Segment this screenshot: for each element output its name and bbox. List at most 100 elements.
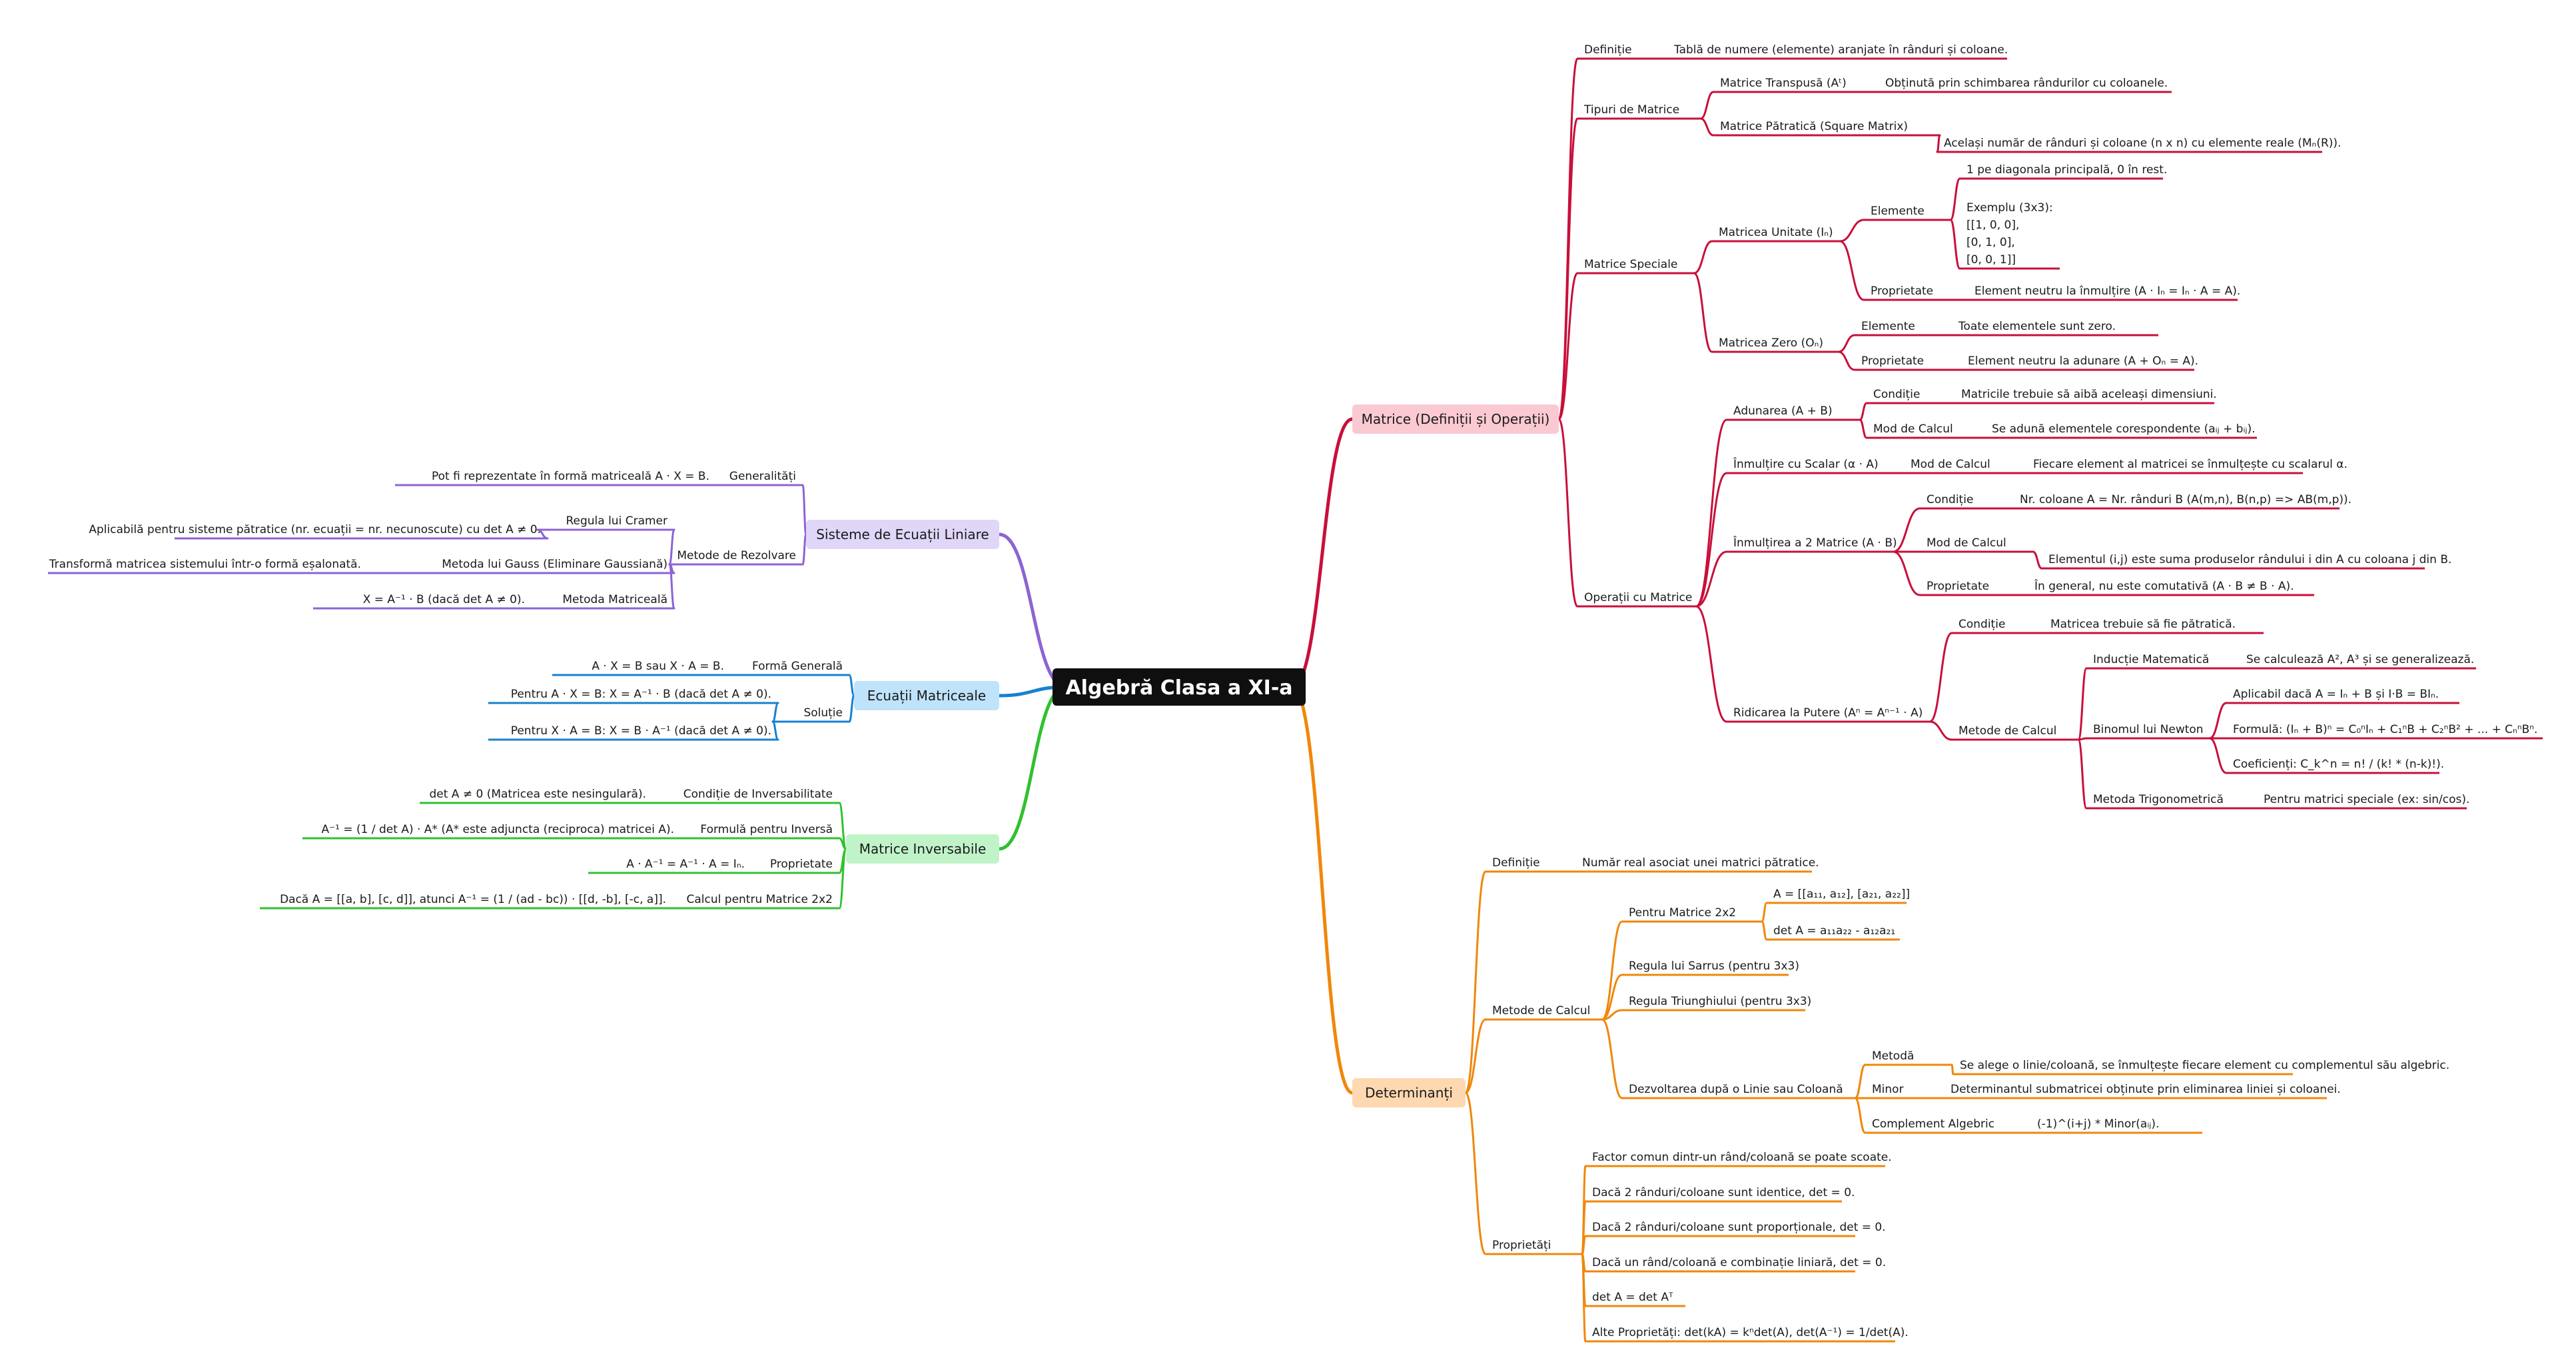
node-pentru-x-a-b-x-b-a-daca-det-a-0[interactable]: Pentru X · A = B: X = B · A⁻¹ (dacă det … [511,724,771,738]
node-regula-lui-sarrus-pentru-3x3[interactable]: Regula lui Sarrus (pentru 3x3) [1629,960,1799,973]
node-mod-de-calcul[interactable]: Mod de Calcul [1911,458,1990,471]
node-inductie-matematica[interactable]: Inducție Matematică [2093,653,2209,666]
node-matricea-zero-o[interactable]: Matricea Zero (Oₙ) [1719,337,1823,350]
branch-node-matrice-definitii-si-operatii[interactable] [1352,404,1559,434]
node-generalitati[interactable]: Generalități [729,470,796,483]
branch-node-determinanti[interactable] [1352,1078,1466,1107]
node-alte-proprietati-det-ka-k-det-a-det-a-1-[interactable]: Alte Proprietăți: det(kA) = kⁿdet(A), de… [1592,1326,1909,1339]
node-proprietate[interactable]: Proprietate [1861,354,1924,368]
node-matrice-speciale[interactable]: Matrice Speciale [1584,258,1677,271]
node-aplicabila-pentru-sisteme-patratice-nr-e[interactable]: Aplicabilă pentru sisteme pătratice (nr.… [89,523,541,536]
node-a-1-det-a-a-a-este-adjuncta-reciproca-ma[interactable]: A⁻¹ = (1 / det A) · A* (A* este adjuncta… [322,823,674,836]
node-se-alege-o-linie-coloana-se-inmulteste-f[interactable]: Se alege o linie/coloană, se înmulțește … [1960,1059,2449,1072]
node-forma-generala[interactable]: Formă Generală [752,660,843,673]
node-acelasi-numar-de-randuri-si-coloane-n-x-[interactable]: Același număr de rânduri și coloane (n x… [1944,137,2341,150]
node-determinantul-submatricei-obtinute-prin-[interactable]: Determinantul submatricei obținute prin … [1950,1083,2341,1096]
node-inmultirea-a-2-matrice-a-b[interactable]: Înmulțirea a 2 Matrice (A · B) [1733,535,1897,550]
node-conditie[interactable]: Condiție [1873,388,1920,401]
node-calcul-pentru-matrice-2x2[interactable]: Calcul pentru Matrice 2x2 [687,893,833,906]
branch-node-matrice-inversabile[interactable] [846,834,999,864]
node-toate-elementele-sunt-zero[interactable]: Toate elementele sunt zero. [1958,320,2116,333]
node-pentru-matrici-speciale-ex-sin-cos[interactable]: Pentru matrici speciale (ex: sin/cos). [2264,793,2469,806]
node-proprietate[interactable]: Proprietate [1871,285,1933,298]
node-matricea-unitate-i[interactable]: Matricea Unitate (Iₙ) [1719,226,1833,239]
node-elemente[interactable]: Elemente [1871,205,1925,218]
node-det-a-0-matricea-este-nesingulara[interactable]: det A ≠ 0 (Matricea este nesingulară). [429,788,646,801]
node-daca-2-randuri-coloane-sunt-identice-det[interactable]: Dacă 2 rânduri/coloane sunt identice, de… [1592,1186,1855,1199]
node-in-general-nu-este-comutativa-a-b-b-a[interactable]: În general, nu este comutativă (A · B ≠ … [2034,578,2294,593]
node-metoda-lui-gauss-eliminare-gaussiana[interactable]: Metoda lui Gauss (Eliminare Gaussiană) [442,558,667,571]
node-proprietati[interactable]: Proprietăți [1492,1239,1551,1252]
node-conditie[interactable]: Condiție [1927,493,1973,506]
node-operatii-cu-matrice[interactable]: Operații cu Matrice [1584,591,1692,604]
node-conditie[interactable]: Condiție [1958,618,2005,631]
node-1-i-j-minor-a[interactable]: (-1)^(i+j) * Minor(aᵢⱼ). [2037,1117,2159,1131]
node-matricea-trebuie-sa-fie-patratica[interactable]: Matricea trebuie să fie pătratică. [2050,618,2236,631]
node-tipuri-de-matrice[interactable]: Tipuri de Matrice [1583,103,1679,117]
node-inmultire-cu-scalar-a[interactable]: Înmulțire cu Scalar (α · A) [1733,456,1879,471]
node-definitie[interactable]: Definiție [1584,43,1632,57]
node-formula-pentru-inversa[interactable]: Formulă pentru Inversă [700,823,833,836]
node-regula-lui-cramer[interactable]: Regula lui Cramer [566,514,667,528]
node-elemente[interactable]: Elemente [1861,320,1915,333]
node-definitie[interactable]: Definiție [1492,856,1540,870]
node-a-x-b-sau-x-a-b[interactable]: A · X = B sau X · A = B. [592,660,724,673]
node-pentru-a-x-b-x-a-b-daca-det-a-0[interactable]: Pentru A · X = B: X = A⁻¹ · B (dacă det … [511,688,771,701]
node-metode-de-calcul[interactable]: Metode de Calcul [1492,1004,1590,1018]
node-complement-algebric[interactable]: Complement Algebric [1872,1117,1994,1131]
node-det-a-det-a[interactable]: det A = det Aᵀ [1592,1291,1673,1304]
node-metoda-matriceala[interactable]: Metoda Matriceală [562,593,667,606]
node-1-pe-diagonala-principala-0-in-rest[interactable]: 1 pe diagonala principală, 0 în rest. [1966,163,2167,177]
node-matrice-patratica-square-matrix[interactable]: Matrice Pătratică (Square Matrix) [1720,120,1908,133]
node-mod-de-calcul[interactable]: Mod de Calcul [1927,536,2006,550]
node-coeficienti-c-k-n-n-k-n-k[interactable]: Coeficienți: C_k^n = n! / (k! * (n-k)!). [2233,758,2444,771]
node-exemplu-3x3-1-0-0-0-1-0-0-0-1[interactable]: Exemplu (3x3):[[1, 0, 0],[0, 1, 0],[0, 0… [1966,201,2053,267]
node-a-a-a-a-i[interactable]: A · A⁻¹ = A⁻¹ · A = Iₙ. [626,858,745,871]
node-daca-un-rand-coloana-e-combinatie-liniar[interactable]: Dacă un rând/coloană e combinație liniar… [1592,1256,1886,1269]
node-solutie[interactable]: Soluție [803,706,843,720]
node-line: Proprietăți [1492,1239,1551,1252]
node-dezvoltarea-dupa-o-linie-sau-coloana[interactable]: Dezvoltarea după o Linie sau Coloană [1629,1083,1843,1096]
node-conditie-de-inversabilitate[interactable]: Condiție de Inversabilitate [683,788,833,801]
node-pentru-matrice-2x2[interactable]: Pentru Matrice 2x2 [1629,906,1736,920]
node-pot-fi-reprezentate-in-forma-matriceala-[interactable]: Pot fi reprezentate în formă matriceală … [432,470,709,483]
node-proprietate[interactable]: Proprietate [1927,580,1989,593]
node-numar-real-asociat-unei-matrici-patratic[interactable]: Număr real asociat unei matrici pătratic… [1582,856,1819,870]
node-a-a-a-a-a[interactable]: A = [[a₁₁, a₁₂], [a₂₁, a₂₂]] [1773,888,1910,901]
node-factor-comun-dintr-un-rand-coloana-se-po[interactable]: Factor comun dintr-un rând/coloană se po… [1592,1151,1892,1164]
node-se-calculeaza-a-a-si-se-generalizeaza[interactable]: Se calculează A², A³ și se generalizează… [2246,653,2474,666]
node-det-a-a-a-a-a[interactable]: det A = a₁₁a₂₂ - a₁₂a₂₁ [1773,924,1895,938]
node-x-a-b-daca-det-a-0[interactable]: X = A⁻¹ · B (dacă det A ≠ 0). [363,593,525,606]
node-mod-de-calcul[interactable]: Mod de Calcul [1873,422,1953,436]
node-daca-a-a-b-c-d-atunci-a-1-ad-bc-d-b-c-a[interactable]: Dacă A = [[a, b], [c, d]], atunci A⁻¹ = … [280,893,666,906]
node-line: Matrice Pătratică (Square Matrix) [1720,120,1908,133]
node-se-aduna-elementele-corespondente-a-b[interactable]: Se adună elementele corespondente (aᵢⱼ +… [1992,422,2256,436]
node-ridicarea-la-putere-a-a-a[interactable]: Ridicarea la Putere (Aⁿ = Aⁿ⁻¹ · A) [1733,706,1923,720]
node-minor[interactable]: Minor [1872,1083,1904,1096]
node-metoda-trigonometrica[interactable]: Metoda Trigonometrică [2093,793,2224,806]
branch-node-ecuatii-matriceale[interactable] [854,681,999,710]
node-matrice-transpusa-a[interactable]: Matrice Transpusă (Aᵗ) [1720,77,1847,90]
root-node-box[interactable] [1053,668,1306,706]
node-obtinuta-prin-schimbarea-randurilor-cu-c[interactable]: Obținută prin schimbarea rândurilor cu c… [1885,77,2168,90]
node-matricile-trebuie-sa-aiba-aceleasi-dimen[interactable]: Matricile trebuie să aibă aceleași dimen… [1961,388,2217,401]
node-line: În general, nu este comutativă (A · B ≠ … [2034,578,2294,593]
node-element-neutru-la-inmultire-a-i-i-a-a[interactable]: Element neutru la înmulțire (A · Iₙ = Iₙ… [1974,285,2240,298]
node-proprietate[interactable]: Proprietate [770,858,833,871]
node-binomul-lui-newton[interactable]: Binomul lui Newton [2093,723,2204,736]
node-fiecare-element-al-matricei-se-inmultest[interactable]: Fiecare element al matricei se înmulțeșt… [2033,458,2348,471]
node-transforma-matricea-sistemului-intr-o-fo[interactable]: Transformă matricea sistemului într-o fo… [49,558,361,571]
node-tabla-de-numere-elemente-aranjate-in-ran[interactable]: Tablă de numere (elemente) aranjate în r… [1673,43,2008,57]
node-elementul-i-j-este-suma-produselor-randu[interactable]: Elementul (i,j) este suma produselor rân… [2048,553,2451,566]
node-daca-2-randuri-coloane-sunt-proportional[interactable]: Dacă 2 rânduri/coloane sunt proporțional… [1592,1221,1886,1234]
node-nr-coloane-a-nr-randuri-b-a-m-n-b-n-p-ab[interactable]: Nr. coloane A = Nr. rânduri B (A(m,n), B… [2020,493,2352,506]
node-regula-triunghiului-pentru-3x3[interactable]: Regula Triunghiului (pentru 3x3) [1629,995,1811,1008]
node-aplicabil-daca-a-i-b-si-i-b-bi[interactable]: Aplicabil dacă A = Iₙ + B și I·B = BIₙ. [2233,688,2439,701]
node-adunarea-a-b[interactable]: Adunarea (A + B) [1733,404,1833,418]
node-formula-i-b-c-i-c-b-c-b-c-b[interactable]: Formulă: (Iₙ + B)ⁿ = C₀ⁿIₙ + C₁ⁿB + C₂ⁿB… [2233,723,2537,736]
node-metoda[interactable]: Metodă [1872,1049,1914,1063]
node-metode-de-rezolvare[interactable]: Metode de Rezolvare [677,549,796,562]
node-metode-de-calcul[interactable]: Metode de Calcul [1958,724,2056,738]
node-element-neutru-la-adunare-a-o-a[interactable]: Element neutru la adunare (A + Oₙ = A). [1968,354,2198,368]
branch-node-sisteme-de-ecuatii-liniare[interactable] [806,520,999,549]
